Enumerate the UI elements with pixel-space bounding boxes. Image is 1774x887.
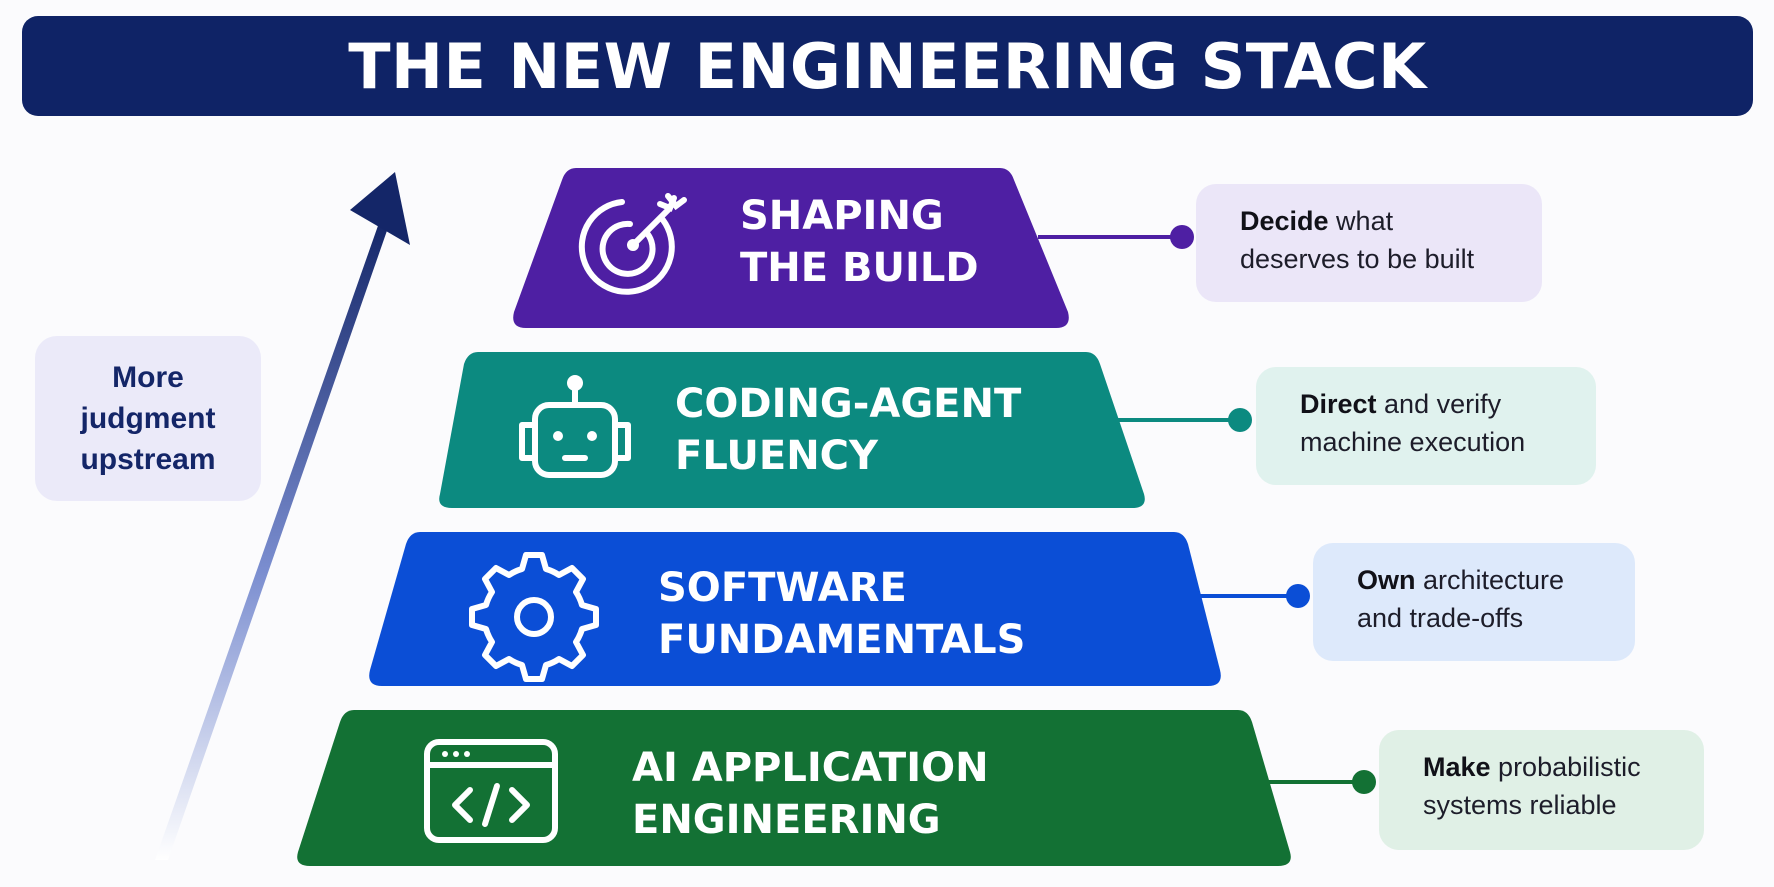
- tier-shaping-the-build: [513, 168, 1069, 328]
- connector-shaping: [1038, 225, 1194, 249]
- tier-label-ai-application: AI APPLICATION ENGINEERING: [632, 745, 989, 843]
- target-icon: [578, 193, 687, 295]
- side-note-judgment: More judgment upstream: [35, 336, 261, 501]
- connector-software: [1190, 584, 1310, 608]
- tier-label-coding-agent: CODING-AGENT FLUENCY: [675, 381, 1022, 479]
- callout-shaping: Decide what deserves to be built: [1196, 184, 1542, 302]
- callout-ai-application: Make probabilistic systems reliable: [1379, 730, 1704, 850]
- connector-ai-app: [1265, 770, 1376, 794]
- gear-icon: [469, 552, 599, 682]
- code-window-icon: [424, 739, 558, 843]
- connector-coding-agent: [1118, 408, 1252, 432]
- callout-software: Own architecture and trade-offs: [1313, 543, 1635, 661]
- arrow-head-icon: [350, 172, 410, 245]
- tier-label-software: SOFTWARE FUNDAMENTALS: [658, 565, 1026, 663]
- title-banner: THE NEW ENGINEERING STACK: [22, 16, 1753, 116]
- upward-arrow: [155, 220, 390, 860]
- tier-ai-application-engineering: [297, 710, 1291, 866]
- page-title: THE NEW ENGINEERING STACK: [348, 29, 1427, 103]
- tier-label-shaping: SHAPING THE BUILD: [740, 193, 979, 291]
- callout-coding-agent: Direct and verify machine execution: [1256, 367, 1596, 485]
- robot-icon: [519, 375, 631, 478]
